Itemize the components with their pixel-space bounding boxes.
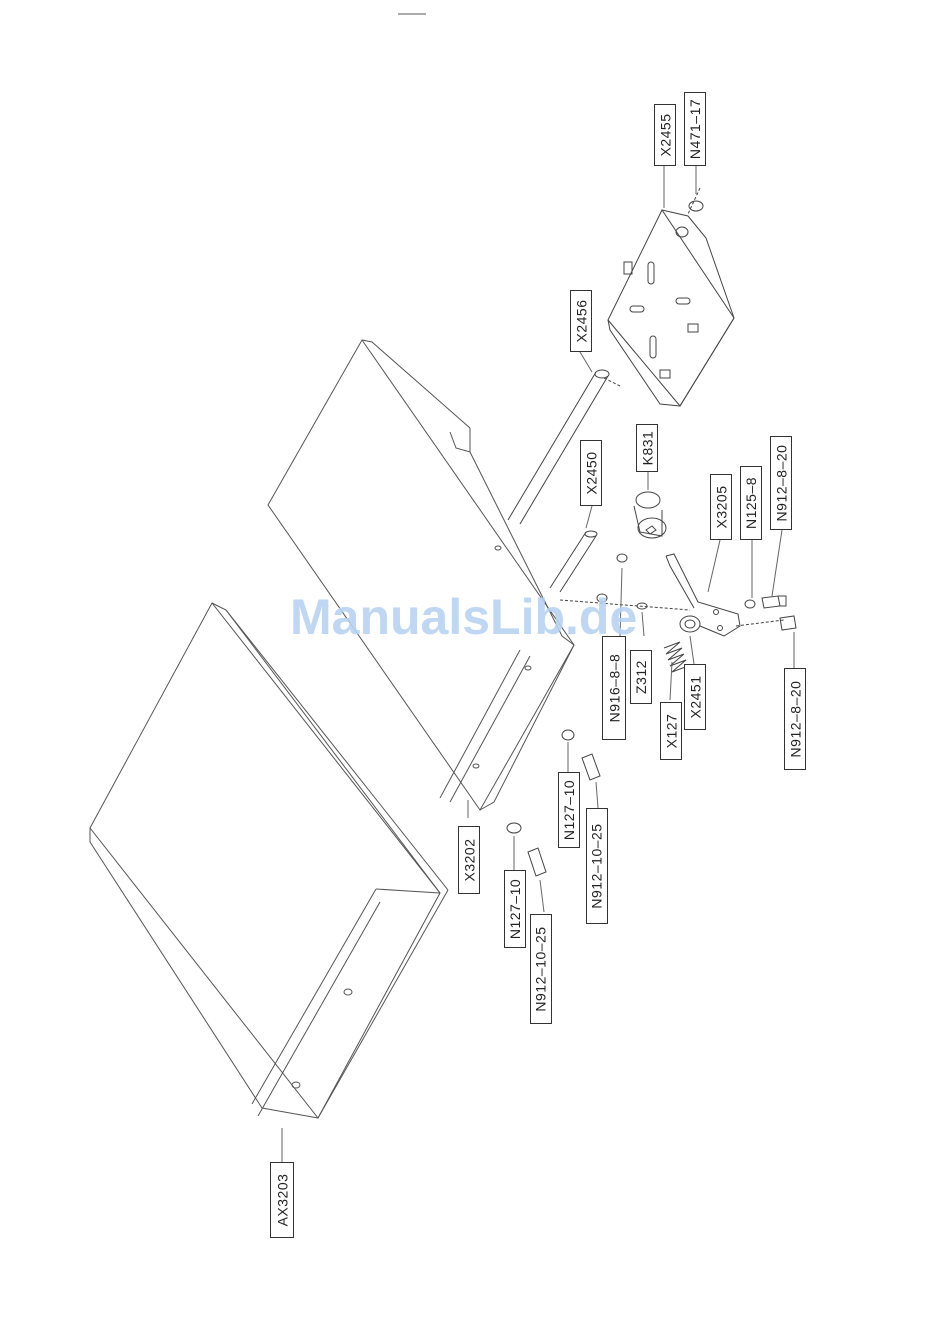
part-label-z312: Z312 — [630, 650, 652, 704]
rod-x2456 — [508, 370, 620, 524]
part-label-n912-10-25-bottom: N912–10–25 — [530, 914, 552, 1024]
part-label-x3205: X3205 — [710, 474, 732, 540]
pin-x2450 — [550, 531, 597, 592]
part-label-n912-10-25-top: N912–10–25 — [586, 808, 608, 924]
lever-x3205 — [666, 554, 740, 636]
small-parts — [560, 554, 700, 632]
part-label-n912-8-20-top: N912–8–20 — [770, 436, 792, 530]
part-label-n127-10-bottom: N127–10 — [504, 870, 526, 948]
plate-ax3203 — [90, 603, 448, 1118]
part-label-n127-10-top: N127–10 — [558, 772, 580, 848]
part-label-x2451: X2451 — [684, 664, 706, 730]
screws-n912-8-20 — [736, 596, 796, 630]
block-x2455 — [608, 210, 734, 406]
part-label-n916-8-8: N916–8–8 — [602, 636, 626, 740]
part-label-x2455: X2455 — [654, 104, 676, 166]
part-label-x2450: X2450 — [580, 440, 602, 506]
part-label-n471-17: N471–17 — [684, 92, 706, 166]
part-label-x127: X127 — [660, 702, 682, 760]
block-x3202 — [268, 340, 574, 810]
part-label-n912-8-20-bottom: N912–8–20 — [784, 668, 806, 770]
knob-k831 — [634, 492, 666, 538]
part-label-n125-8: N125–8 — [740, 466, 762, 540]
part-label-x2456: X2456 — [570, 290, 592, 352]
part-label-ax3203: AX3203 — [270, 1162, 294, 1238]
part-label-k831: K831 — [636, 424, 658, 472]
part-label-x3202: X3202 — [458, 826, 480, 894]
